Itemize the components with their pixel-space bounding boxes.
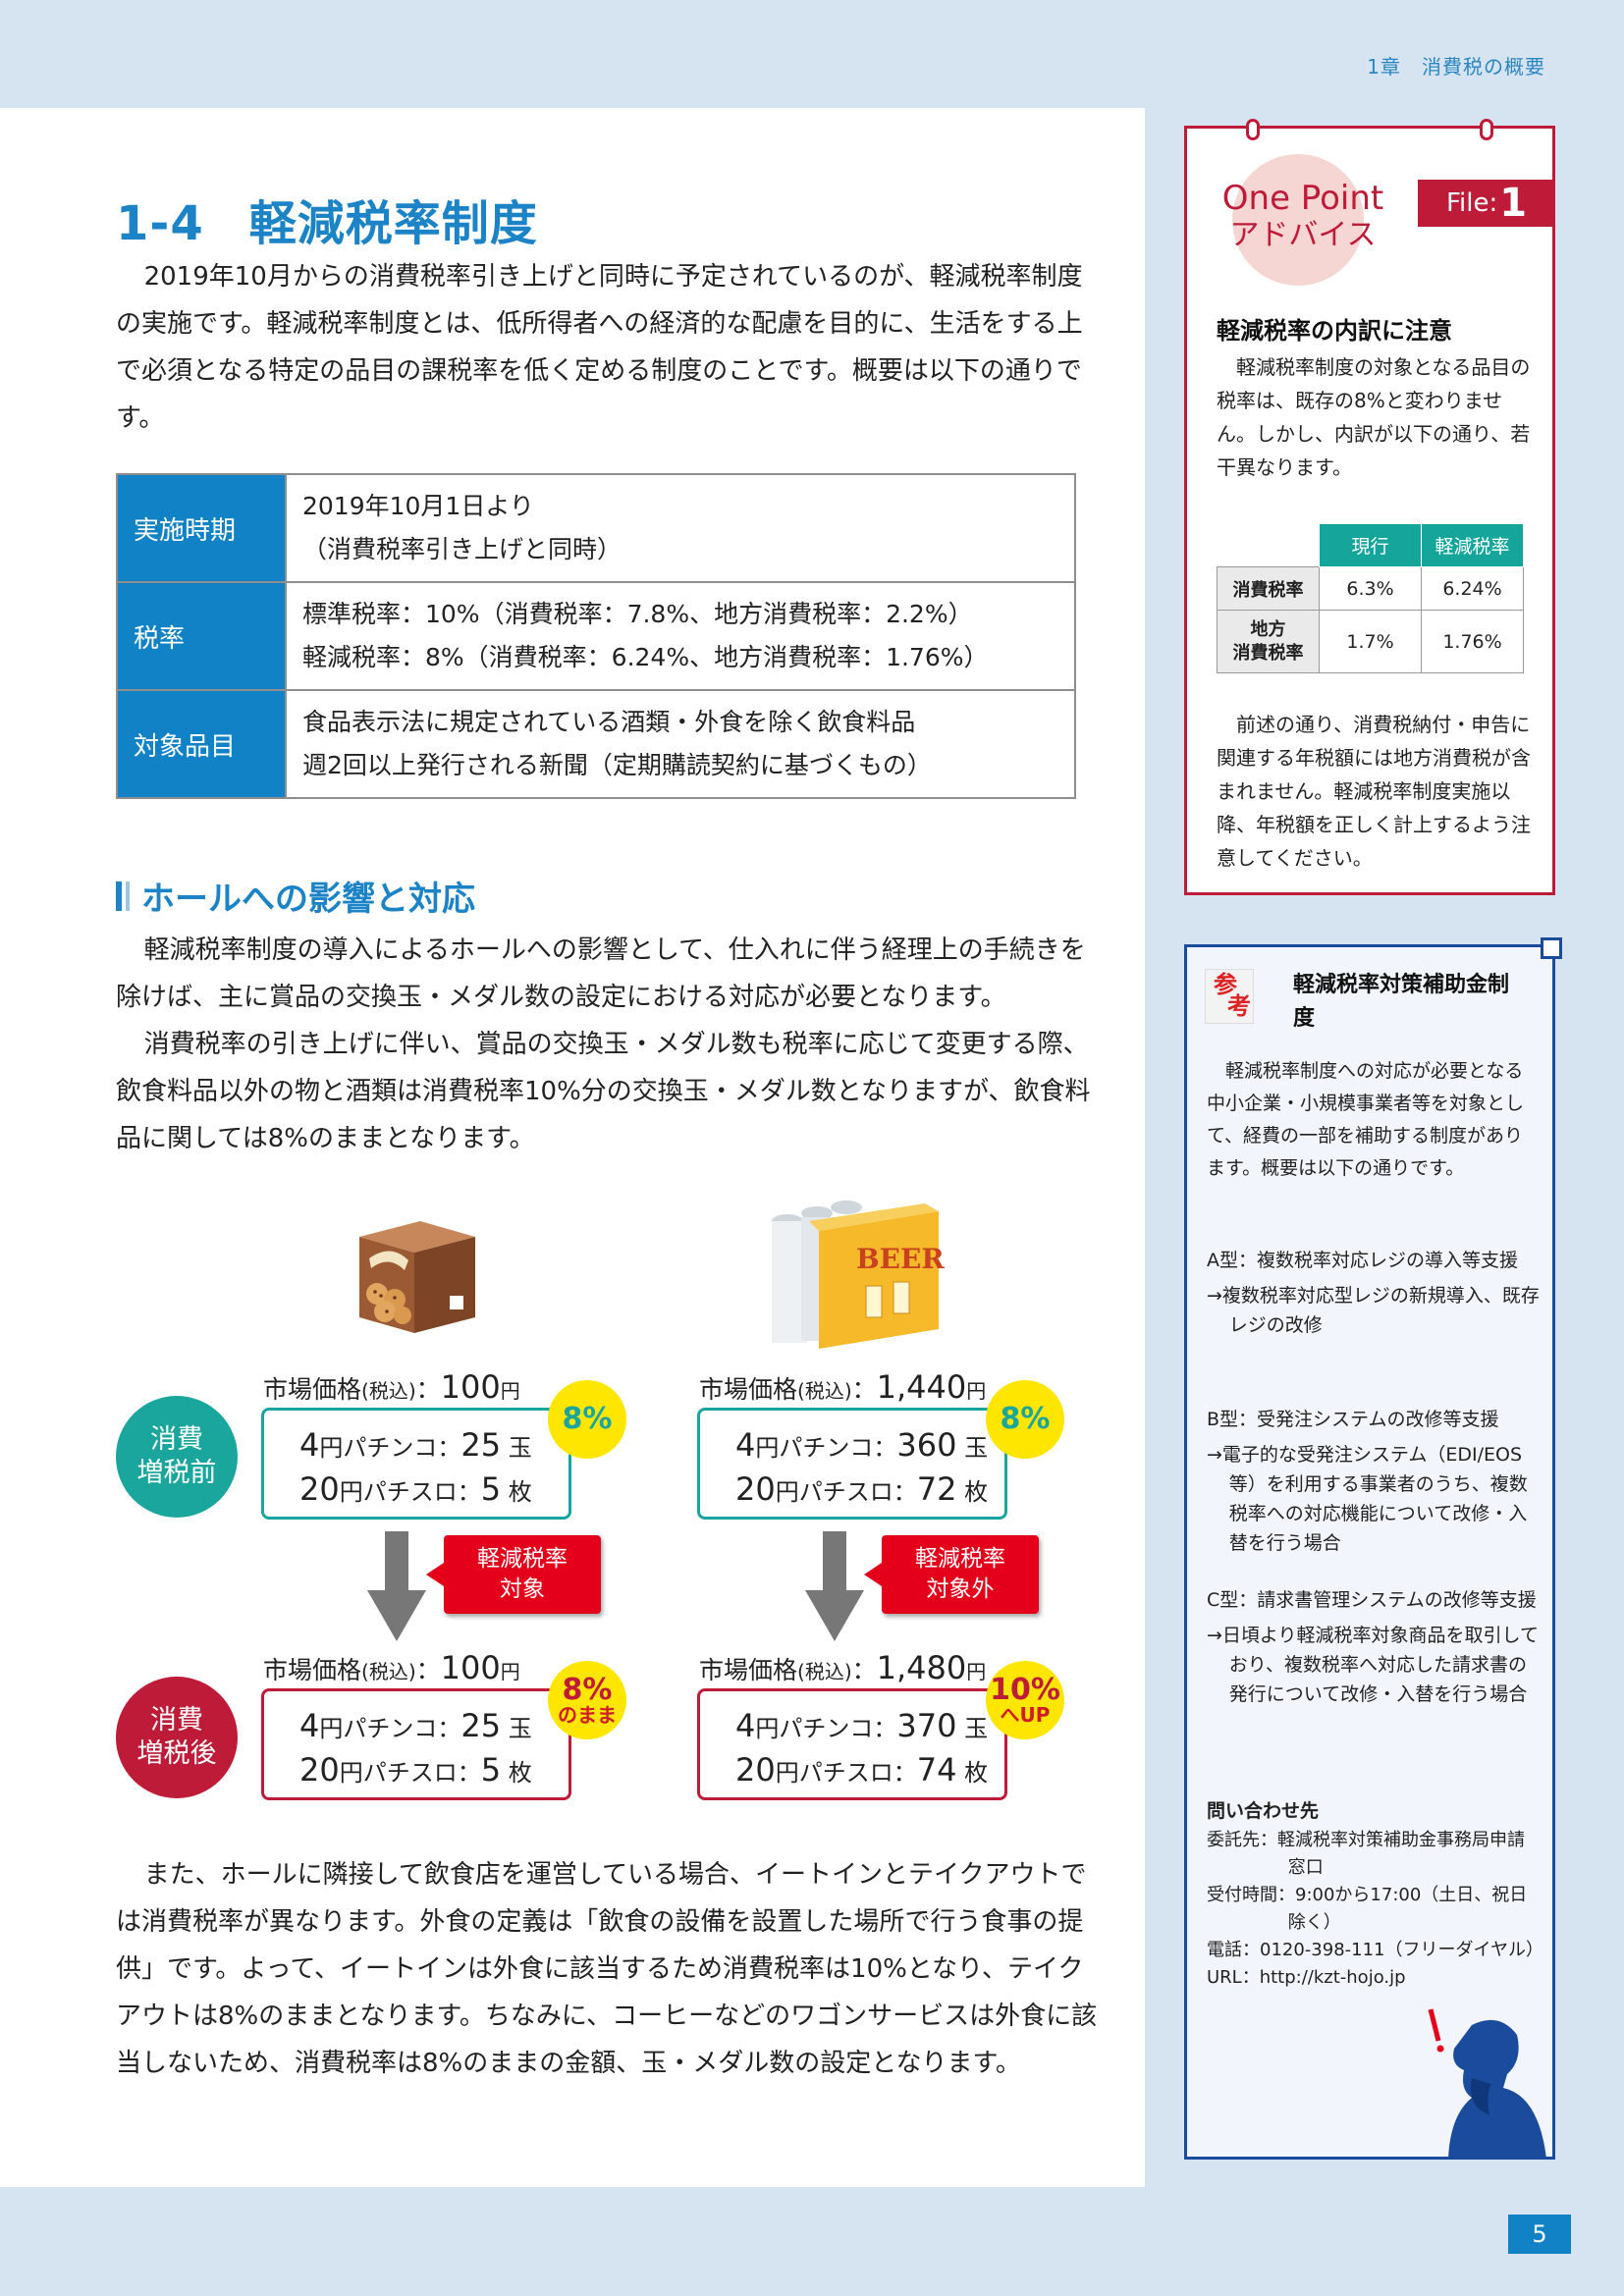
main-panel — [0, 108, 1145, 2187]
subsidy-type-c: C型：請求書管理システムの改修等支援 →日頃より軽減税率対象商品を取引しており、… — [1207, 1589, 1539, 1705]
one-point-text-1: 軽減税率制度の対象となる品目の税率は、既存の8%と変わりません。しかし、内訳が以… — [1217, 355, 1531, 479]
thinking-person-icon — [1428, 2008, 1546, 2159]
summary-row-label: 税率 — [116, 581, 287, 691]
subsidy-type-a: A型：複数税率対応レジの導入等支援 →複数税率対応型レジの新規導入、既存レジの改… — [1207, 1250, 1540, 1336]
summary-value-line: 食品表示法に規定されている酒類・外食を除く飲食料品 — [302, 708, 916, 736]
subsection-title: ホールへの影響と対応 — [116, 872, 475, 920]
cookie-box-image — [359, 1221, 475, 1333]
page-number: 5 — [1508, 2215, 1571, 2254]
intro-text: 2019年10月からの消費税率引き上げと同時に予定されているのが、軽減税率制度の… — [116, 262, 1083, 433]
summary-value-line: 標準税率：10%（消費税率：7.8%、地方消費税率：2.2%） — [302, 600, 973, 628]
beer-down-arrow — [805, 1531, 864, 1641]
beer-after-quantities: 4円パチンコ：370 玉 20円パチスロ：74 枚 — [697, 1688, 1007, 1800]
subsection-title-text: ホールへの影響と対応 — [141, 880, 475, 919]
reference-text: 軽減税率制度への対応が必要となる中小企業・小規模事業者等を対象として、経費の一部… — [1207, 1060, 1525, 1179]
summary-row-value: 標準税率：10%（消費税率：7.8%、地方消費税率：2.2%） 軽減税率：8%（消… — [285, 581, 1076, 691]
beer-after-price: 市場価格(税込)：1,480円 — [699, 1649, 987, 1686]
food-after-quantities: 4円パチンコ：25 玉 20円パチスロ：5 枚 — [261, 1688, 571, 1800]
col-header-reduced: 軽減税率 — [1421, 523, 1524, 567]
food-after-rate-badge: 8% のまま — [548, 1661, 626, 1739]
beer-before-price: 市場価格(税込)：1,440円 — [699, 1368, 987, 1406]
food-down-arrow — [367, 1531, 426, 1641]
beer-before-rate-badge: 8% — [986, 1380, 1064, 1459]
beer-can-text: BEER — [856, 1243, 945, 1275]
label-before-tax-increase: 消費 増税前 — [116, 1396, 238, 1518]
food-callout-reduced-target: 軽減税率 対象 — [426, 1535, 601, 1614]
summary-row-value: 食品表示法に規定されている酒類・外食を除く飲食料品週2回以上発行される新聞（定期… — [285, 689, 1076, 799]
tax-comparison-diagram: BEER 消費 増税前 消費 増税後 市場価格(税込)：100円 4円パチンコ：… — [108, 1201, 1100, 1816]
subsidy-type-b: B型：受発注システムの改修等支援 →電子的な受発注システム（EDI/EOS等）を… — [1207, 1409, 1528, 1554]
summary-row: 実施時期 2019年10月1日より （消費税率引き上げと同時） — [116, 473, 1076, 583]
chapter-header: 1章 消費税の概要 — [1367, 55, 1545, 79]
beer-before-quantities: 4円パチンコ：360 玉 20円パチスロ：72 枚 — [697, 1408, 1007, 1520]
contact-url: URL：http://kzt-hojo.jp — [1207, 1967, 1406, 1988]
section-title: 1-4 軽減税率制度 — [116, 185, 538, 253]
one-point-text-2: 前述の通り、消費税納付・申告に関連する年税額には地方消費税が含まれません。軽減税… — [1217, 713, 1531, 870]
intro-paragraph: 2019年10月からの消費税率引き上げと同時に予定されているのが、軽減税率制度の… — [116, 253, 1098, 442]
one-point-heading: 軽減税率の内訳に注意 — [1217, 317, 1452, 345]
summary-row: 税率標準税率：10%（消費税率：7.8%、地方消費税率：2.2%） 軽減税率：8%… — [116, 581, 1076, 691]
title-bar-light — [126, 881, 130, 911]
reference-heading: 軽減税率対策補助金制度 — [1293, 973, 1510, 1031]
binder-ring-icon — [1480, 119, 1493, 140]
closing-paragraph: また、ホールに隣接して飲食店を運営している場合、イートインとテイクアウトでは消費… — [116, 1851, 1098, 2087]
summary-value-line: 2019年10月1日より — [302, 492, 534, 520]
summary-value-line: 週2回以上発行される新聞（定期購読契約に基づくもの） — [302, 751, 932, 779]
col-header-current: 現行 — [1319, 523, 1422, 567]
closing-text: また、ホールに隣接して飲食店を運営している場合、イートインとテイクアウトでは消費… — [116, 1860, 1098, 2078]
table-cell: 6.3% — [1319, 566, 1422, 611]
food-before-quantities: 4円パチンコ：25 玉 20円パチスロ：5 枚 — [261, 1408, 571, 1520]
summary-value-line: （消費税率引き上げと同時） — [302, 535, 623, 563]
contact-row: 受付時間：9:00から17:00（土日、祝日除く） — [1207, 1885, 1528, 1933]
one-point-title: One Point アドバイス — [1221, 179, 1384, 252]
summary-row-label: 対象品目 — [116, 689, 287, 799]
rate-breakdown-table: 現行 軽減税率 消費税率 6.3% 6.24% 地方 消費税率 1.7% 1.7… — [1217, 523, 1524, 673]
food-before-price: 市場価格(税込)：100円 — [263, 1368, 520, 1406]
beer-pack-image: BEER — [772, 1201, 945, 1349]
binder-ring-icon — [1246, 119, 1260, 140]
corner-decoration — [1541, 937, 1562, 959]
beer-callout-not-reduced-target: 軽減税率 対象外 — [864, 1535, 1039, 1614]
contact-row: 電話：0120-398-111（フリーダイヤル） — [1207, 1940, 1543, 1960]
summary-row-value: 2019年10月1日より （消費税率引き上げと同時） — [285, 473, 1076, 583]
summary-row: 対象品目食品表示法に規定されている酒類・外食を除く飲食料品週2回以上発行される新… — [116, 689, 1076, 799]
contact-info: 問い合わせ先 委託先：軽減税率対策補助金事務局申請窓口 受付時間：9:00から1… — [1207, 1797, 1543, 1992]
table-cell: 1.7% — [1319, 610, 1422, 673]
reference-box: 参考 軽減税率対策補助金制度 軽減税率制度への対応が必要となる中小企業・小規模事… — [1184, 937, 1562, 2160]
title-bar — [116, 881, 122, 911]
section-number: 1-4 — [116, 196, 204, 251]
summary-value-line: 軽減税率：8%（消費税率：6.24%、地方消費税率：1.76%） — [302, 643, 989, 671]
summary-table: 実施時期 2019年10月1日より （消費税率引き上げと同時） 税率標準税率：10%（… — [116, 473, 1076, 799]
impact-paragraph-1: 軽減税率制度の導入によるホールへの影響として、仕入れに伴う経理上の手続きを除けば… — [116, 935, 1086, 1012]
beer-after-rate-badge: 10% へUP — [986, 1661, 1064, 1739]
label-after-tax-increase: 消費 増税後 — [116, 1677, 238, 1798]
file-tag: File:1 — [1418, 180, 1555, 227]
summary-row-label: 実施時期 — [116, 473, 287, 583]
one-point-advice-box: One Point アドバイス File:1 軽減税率の内訳に注意 軽減税率制度… — [1184, 119, 1555, 895]
row-header: 地方 消費税率 — [1217, 610, 1320, 673]
impact-paragraphs: 軽減税率制度の導入によるホールへの影響として、仕入れに伴う経理上の手続きを除けば… — [116, 927, 1098, 1162]
food-before-rate-badge: 8% — [548, 1380, 626, 1459]
food-after-price: 市場価格(税込)：100円 — [263, 1649, 520, 1686]
table-cell: 6.24% — [1421, 566, 1524, 611]
reference-icon: 参考 — [1205, 969, 1254, 1024]
one-point-bubble — [1232, 154, 1364, 286]
section-title-text: 軽減税率制度 — [248, 196, 538, 251]
row-header: 消費税率 — [1217, 566, 1320, 611]
table-cell: 1.76% — [1421, 610, 1524, 673]
impact-paragraph-2: 消費税率の引き上げに伴い、賞品の交換玉・メダル数も税率に応じて変更する際、飲食料… — [116, 1030, 1091, 1153]
contact-row: 委託先：軽減税率対策補助金事務局申請窓口 — [1207, 1830, 1525, 1878]
